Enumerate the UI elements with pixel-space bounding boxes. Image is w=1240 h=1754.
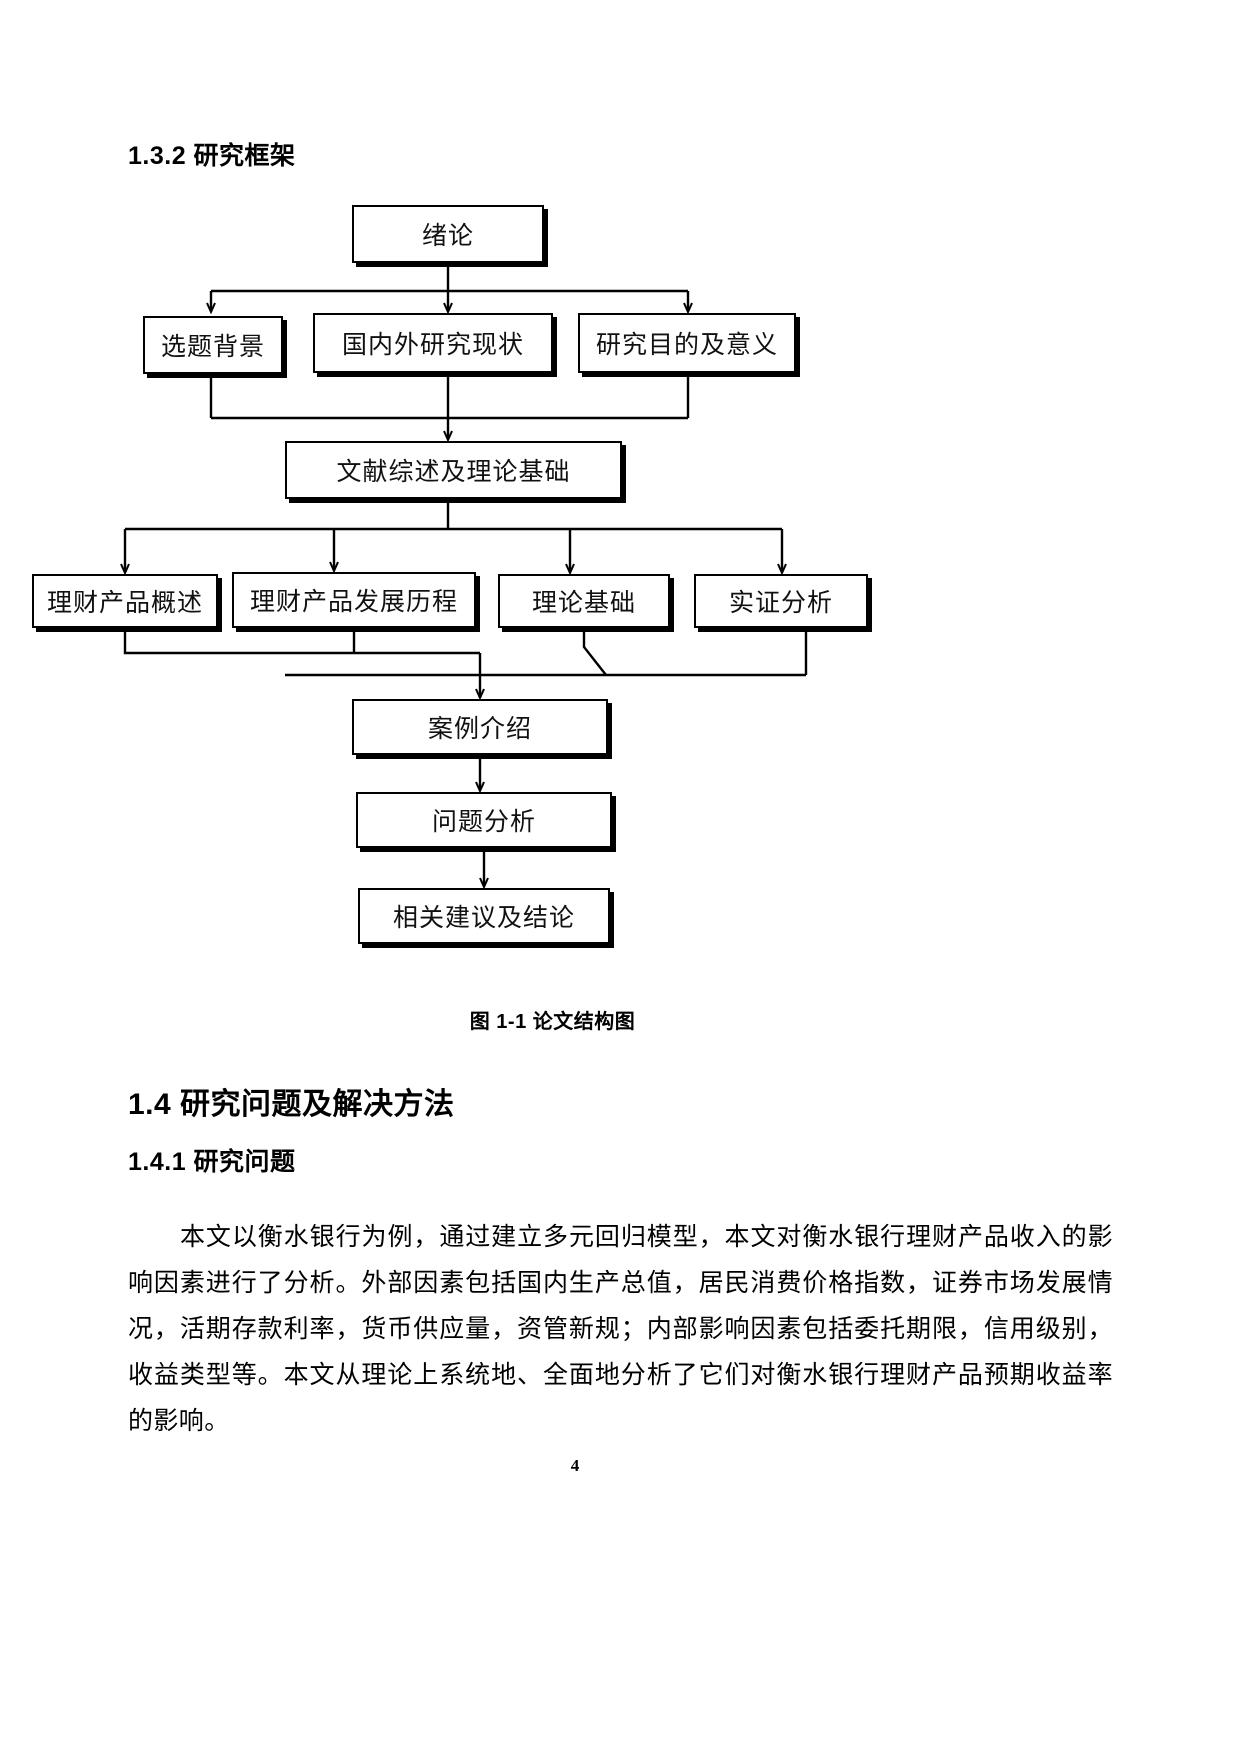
flow-node-case-introduction: 案例介绍 xyxy=(352,699,608,755)
page-number: 4 xyxy=(570,1456,580,1475)
flow-node-product-development-history: 理财产品发展历程 xyxy=(232,572,476,628)
flow-node-empirical-analysis: 实证分析 xyxy=(694,574,868,628)
flow-node-theoretical-basis: 理论基础 xyxy=(498,574,670,628)
section-heading-1-4: 1.4 研究问题及解决方法 xyxy=(128,1088,455,1121)
flow-node-research-status: 国内外研究现状 xyxy=(313,313,553,373)
flow-node-literature-review: 文献综述及理论基础 xyxy=(285,441,622,499)
section-heading-1-4-1: 1.4.1 研究问题 xyxy=(128,1148,296,1176)
flow-node-problem-analysis: 问题分析 xyxy=(356,792,612,848)
body-paragraph-research-questions: 本文以衡水银行为例，通过建立多元回归模型，本文对衡水银行理财产品收入的影响因素进… xyxy=(128,1224,1113,1435)
paper-structure-flowchart: 绪论 选题背景 国内外研究现状 研究目的及意义 文献综述及理论基础 理财产品概述… xyxy=(0,180,1240,980)
flow-node-research-purpose: 研究目的及意义 xyxy=(578,313,796,373)
flow-node-topic-background: 选题背景 xyxy=(143,316,283,374)
section-heading-1-3-2: 1.3.2 研究框架 xyxy=(128,142,296,170)
flow-node-suggestions-conclusion: 相关建议及结论 xyxy=(358,888,610,944)
figure-caption: 图 1-1 论文结构图 xyxy=(469,1011,636,1033)
flow-node-introduction: 绪论 xyxy=(352,205,544,263)
flow-node-product-overview: 理财产品概述 xyxy=(32,574,218,628)
